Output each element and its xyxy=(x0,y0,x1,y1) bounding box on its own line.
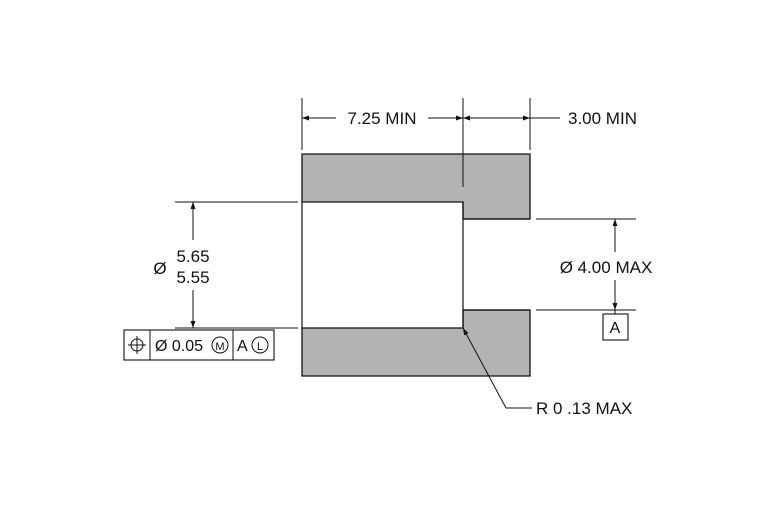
dimension-right-length-label: 3.00 MIN xyxy=(568,109,637,128)
extension-lines xyxy=(175,98,636,329)
datum-label: A xyxy=(610,320,621,337)
radius-callout: R 0 .13 MAX xyxy=(462,327,632,418)
position-icon xyxy=(128,336,146,354)
bore-diameter-upper-limit: 5.65 xyxy=(176,247,209,266)
dimension-left-length: 7.25 MIN xyxy=(302,109,463,128)
datum-feature-a: A xyxy=(602,310,629,341)
radius-note: R 0 .13 MAX xyxy=(536,399,632,418)
part-section xyxy=(301,153,531,377)
bore-diameter-lower-limit: 5.55 xyxy=(176,268,209,287)
fcf-tolerance: Ø 0.05 xyxy=(155,338,203,355)
mmc-modifier-circle xyxy=(211,336,229,354)
fcf-datum-modifier: L xyxy=(257,341,263,353)
dimension-bore-diameter: Ø 5.65 5.55 xyxy=(153,202,210,328)
lmc-modifier-circle xyxy=(251,336,269,354)
dimension-small-bore: Ø 4.00 MAX xyxy=(560,219,653,310)
lower-wall xyxy=(301,309,531,377)
upper-wall xyxy=(301,153,531,220)
bore-diameter-symbol: Ø xyxy=(153,259,166,278)
fcf-datum-reference: A xyxy=(237,338,248,355)
dimension-right-length: 3.00 MIN xyxy=(463,109,637,128)
dimension-left-length-label: 7.25 MIN xyxy=(348,109,417,128)
small-bore-diameter-label: Ø 4.00 MAX xyxy=(560,258,653,277)
fcf-tolerance-modifier: M xyxy=(215,341,224,353)
feature-control-frame: Ø 0.05 M A L xyxy=(123,329,275,361)
